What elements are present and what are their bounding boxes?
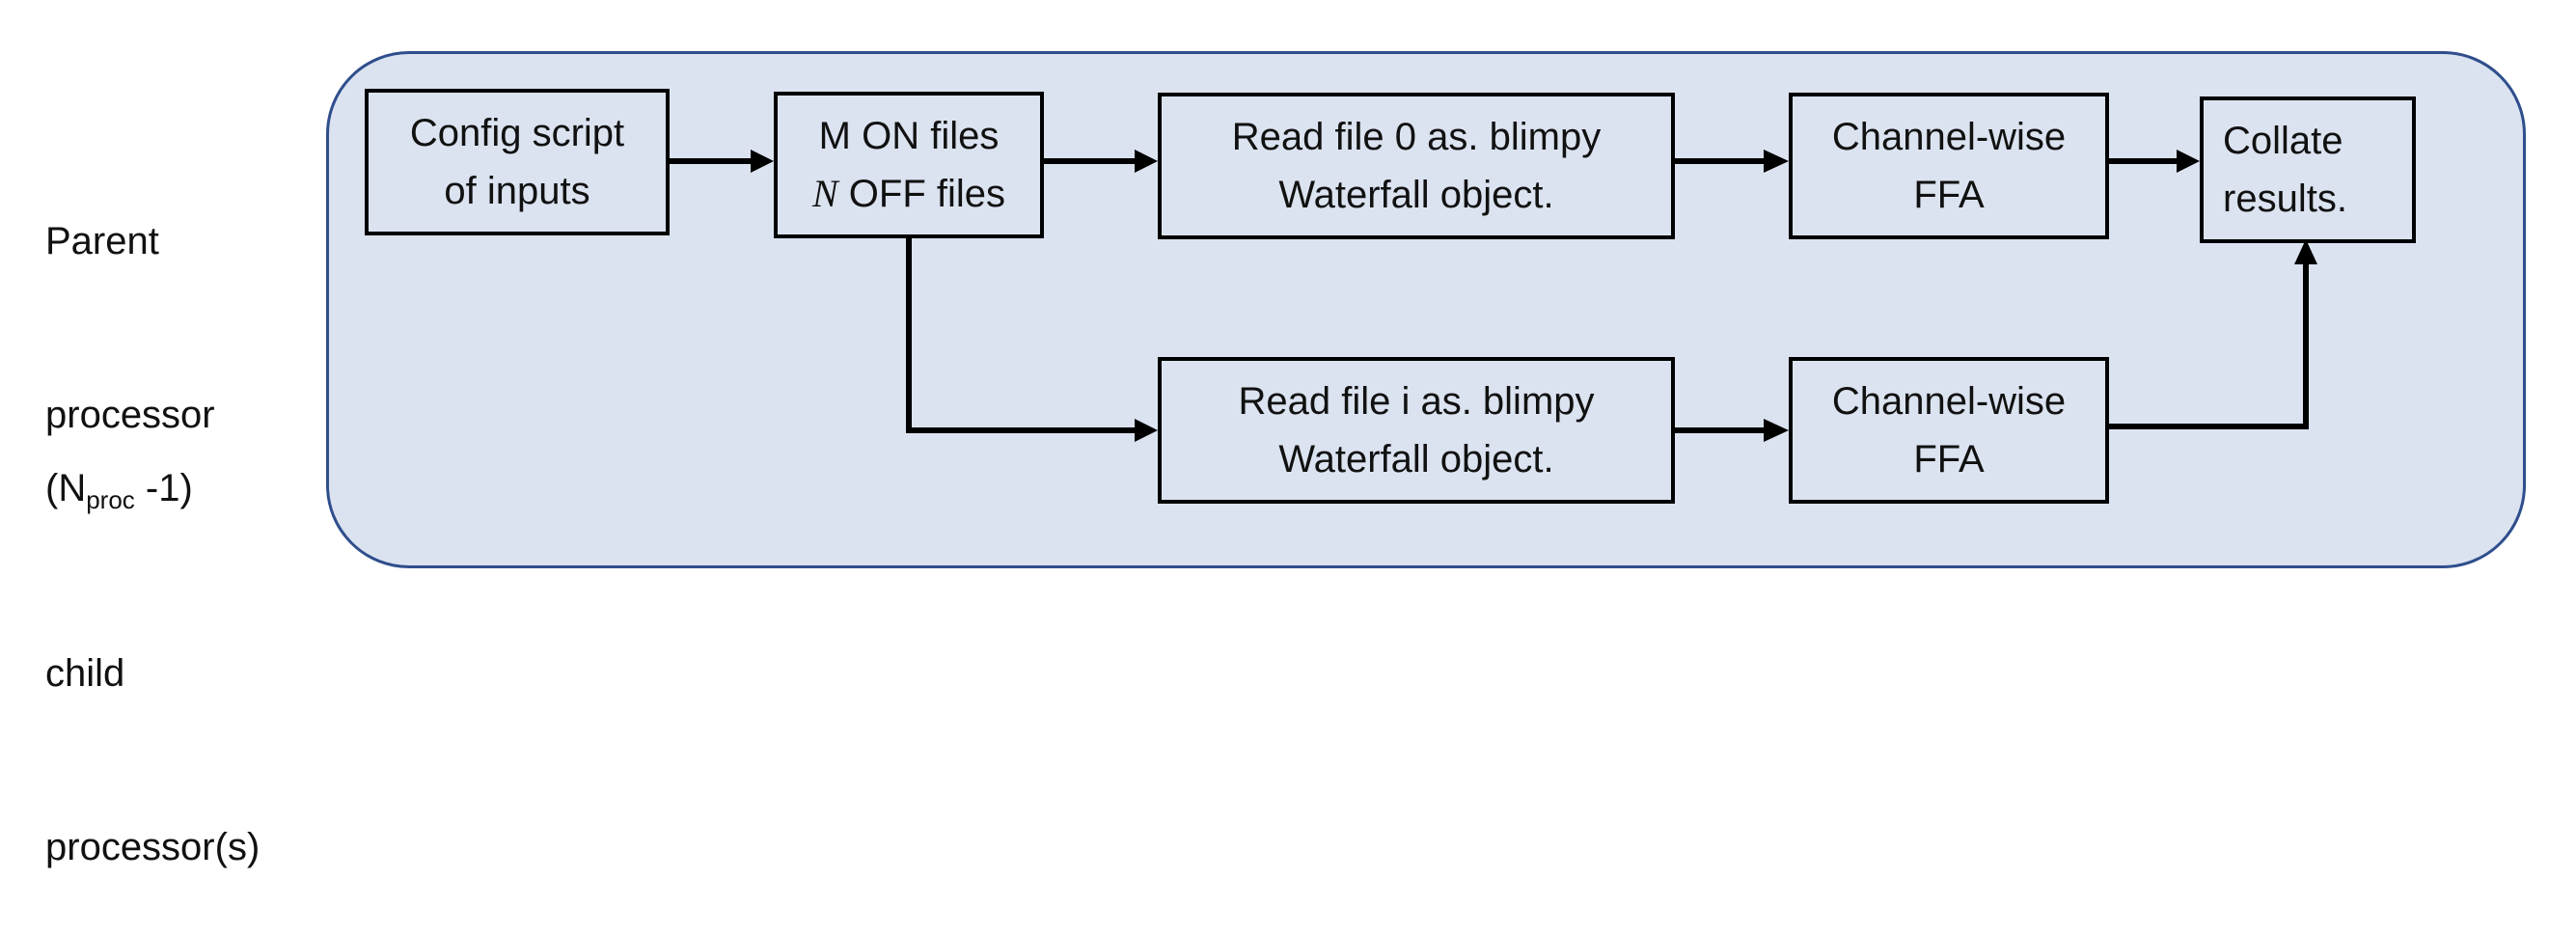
files-box-off-text: OFF files (837, 173, 1006, 215)
child-processor-label: (Nproc -1) child processor(s) (45, 343, 260, 934)
ffa-top-box: Channel-wise FFA (1789, 93, 2109, 239)
files-box-line2: N OFF files (812, 165, 1005, 223)
read-filei-box: Read file i as. blimpy Waterfall object. (1158, 357, 1675, 504)
collate-line2: results. (2223, 178, 2347, 220)
read0-box-line1: Read file 0 as. blimpy (1231, 116, 1602, 158)
config-script-box: Config script of inputs (365, 89, 670, 235)
parent-processor-label: Parent processor (45, 96, 215, 502)
input-files-box: M ON files N OFF files (774, 92, 1044, 238)
child-label-line3: processor(s) (45, 826, 260, 868)
files-box-n-variable: N (811, 172, 838, 215)
config-box-line1: Config script (409, 112, 625, 154)
collate-line1: Collate (2223, 120, 2343, 162)
collate-results-box: Collate results. (2200, 96, 2416, 243)
parent-label-line1: Parent (45, 220, 159, 262)
ffa-bottom-line1: Channel-wise (1831, 380, 2067, 423)
child-label-n: (N (45, 467, 87, 509)
ffa-top-line1: Channel-wise (1831, 116, 2067, 158)
ffa-bottom-box: Channel-wise FFA (1789, 357, 2109, 504)
child-label-line1: (Nproc -1) (45, 459, 260, 529)
ffa-top-line2: FFA (1913, 174, 1985, 216)
config-box-line2: of inputs (444, 170, 590, 212)
ffa-bottom-line2: FFA (1913, 438, 1985, 481)
read0-box-line2: Waterfall object. (1278, 174, 1554, 216)
readi-box-line2: Waterfall object. (1278, 438, 1554, 481)
parent-label-line2: processor (45, 394, 215, 436)
read-file0-box: Read file 0 as. blimpy Waterfall object. (1158, 93, 1675, 239)
child-label-subscript: proc (86, 485, 135, 514)
files-box-line1: M ON files (818, 115, 1000, 157)
child-label-suffix: -1) (134, 467, 193, 509)
readi-box-line1: Read file i as. blimpy (1238, 380, 1595, 423)
child-label-line2: child (45, 652, 125, 695)
